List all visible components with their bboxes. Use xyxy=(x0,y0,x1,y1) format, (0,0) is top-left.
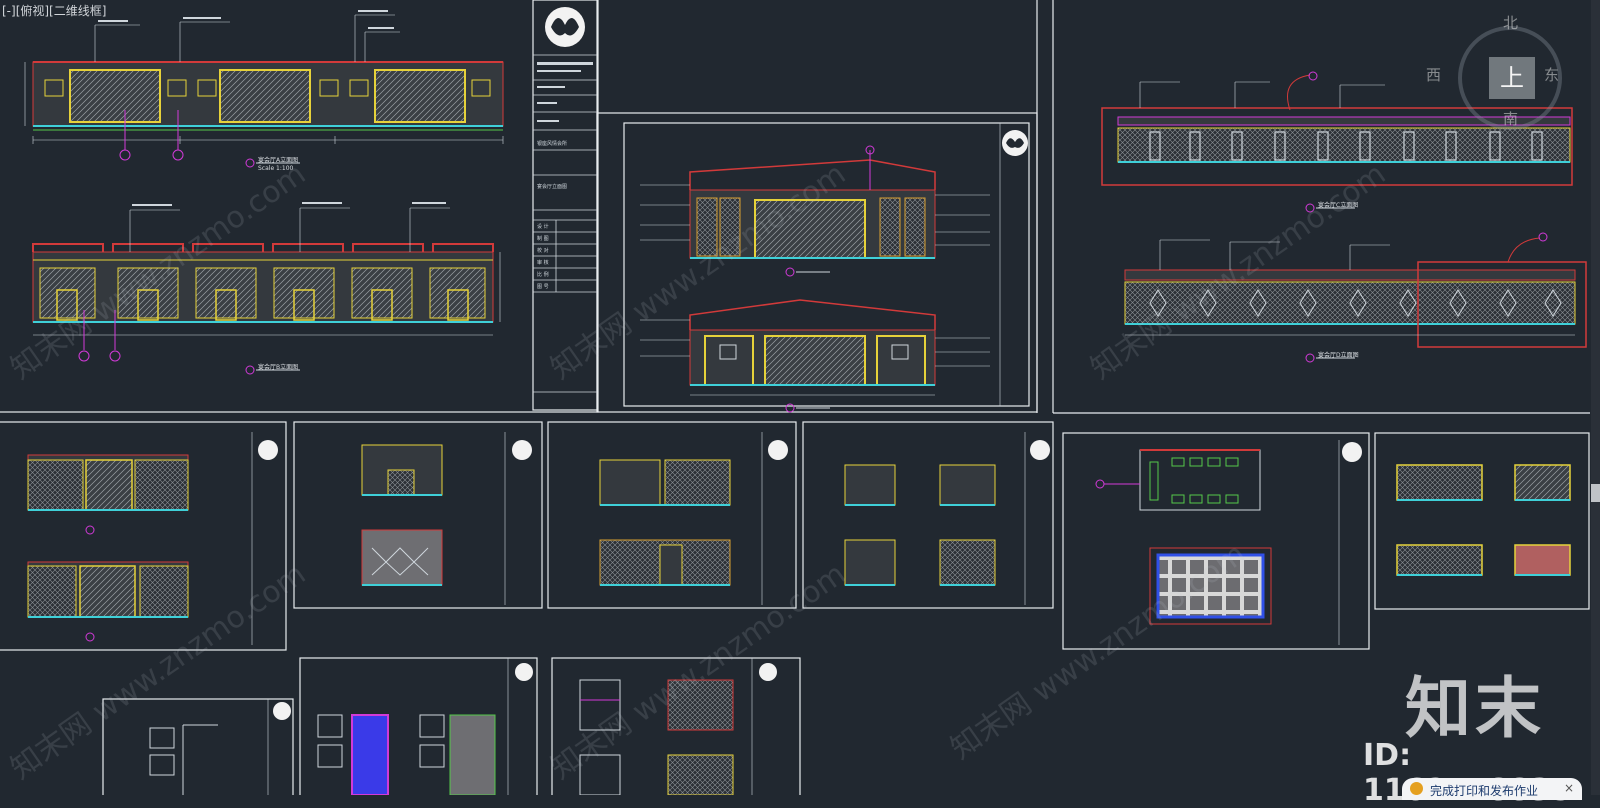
title-block-detail: 银座风情会所 宴会厅立面图 设 计 制 图 校 对 审 核 比 例 图 号 xyxy=(533,7,597,393)
sheet-frame-6 xyxy=(802,421,1054,609)
sheet-lower-6 xyxy=(1396,464,1571,576)
viewport-label[interactable]: [-][俯视][二维线框] xyxy=(2,4,107,18)
sheet-frame-8 xyxy=(1374,432,1590,610)
watermark-logo: 知末 xyxy=(1405,670,1545,747)
sheet-title-b: 宴会厅B立面图 xyxy=(258,363,298,371)
title-block-row-3: 校 对 xyxy=(537,247,549,254)
title-block-row-5: 比 例 xyxy=(537,271,549,278)
sheet-frame-11 xyxy=(551,657,801,795)
sheet-frame-4 xyxy=(293,421,543,609)
sheet-scale-a: Scale 1:100 xyxy=(258,165,294,172)
viewcube-north[interactable]: 北 xyxy=(1503,14,1519,32)
sheet-frame-1 xyxy=(0,0,599,413)
diagonal-watermark-5: 知末网 www.znzmo.com xyxy=(545,557,853,787)
sheet-frame-9 xyxy=(102,698,294,795)
sheet-inner-2 xyxy=(623,122,1030,407)
title-block-project: 银座风情会所 xyxy=(537,140,567,147)
sheet-title-d: 宴会厅D立面图 xyxy=(1318,351,1359,359)
viewcube[interactable]: 北 西 东 南 上 xyxy=(1426,12,1568,130)
vertical-scrollbar[interactable] xyxy=(1591,0,1600,795)
sheet-lower-2 xyxy=(361,432,532,605)
sheet-bottom-drawings xyxy=(149,658,777,795)
sheet-lower-5 xyxy=(1095,440,1362,645)
sheet-title-a: 宴会厅A立面图 xyxy=(258,156,298,164)
close-icon[interactable]: × xyxy=(1563,781,1574,795)
scrollbar-thumb[interactable] xyxy=(1591,484,1600,502)
elevation-b xyxy=(32,202,501,375)
sheet-frame-10 xyxy=(299,657,538,795)
viewcube-west[interactable]: 西 xyxy=(1426,66,1442,84)
viewcube-compass-ring[interactable] xyxy=(1458,26,1562,130)
sheet-lower-3 xyxy=(599,432,788,605)
title-block-row-4: 审 核 xyxy=(537,259,549,266)
printer-icon xyxy=(1410,782,1423,795)
sheet-lower-4 xyxy=(844,432,1050,605)
sheet-frame-5 xyxy=(547,421,797,609)
viewcube-top-face[interactable]: 上 xyxy=(1489,57,1535,99)
sheet-frame-3 xyxy=(0,421,287,651)
title-block-row-1: 设 计 xyxy=(537,223,549,230)
elevation-a xyxy=(24,10,504,168)
viewcube-south[interactable]: 南 xyxy=(1503,110,1519,128)
sheet-title-c: 宴会厅C立面图 xyxy=(1318,201,1358,209)
title-block-drawing: 宴会厅立面图 xyxy=(537,183,567,190)
sheet-frame-7 xyxy=(1062,432,1370,650)
sheet-3-drawings xyxy=(1101,71,1587,363)
title-block-row-2: 制 图 xyxy=(537,235,549,242)
viewcube-east[interactable]: 东 xyxy=(1544,66,1560,84)
title-block-row-6: 图 号 xyxy=(537,284,549,290)
sheet-2-drawings xyxy=(640,123,1028,413)
print-complete-notification[interactable]: 完成打印和发布作业 × xyxy=(1402,778,1582,800)
sheet-lower-1 xyxy=(27,432,278,645)
sheet-frames xyxy=(0,0,1590,795)
notification-text: 完成打印和发布作业 xyxy=(1430,784,1539,798)
